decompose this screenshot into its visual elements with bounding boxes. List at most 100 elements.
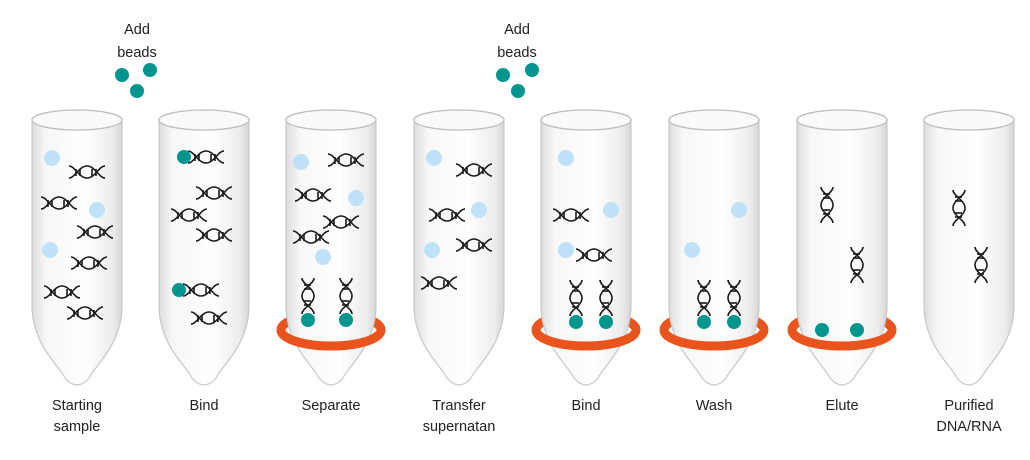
dna-icon [292, 230, 330, 244]
tube-opening [31, 109, 123, 131]
free-bead [44, 150, 60, 166]
free-bead [315, 249, 331, 265]
add-beads-line1: Add [124, 22, 150, 38]
dna-icon [66, 306, 104, 320]
free-bead [424, 242, 440, 258]
tube-body [413, 119, 505, 386]
dna-icon [301, 277, 315, 315]
step-label-line1: Purified [944, 398, 994, 414]
tube-opening [158, 109, 250, 131]
dna-icon [455, 238, 493, 252]
added-bead [130, 84, 144, 98]
dna-icon [182, 283, 220, 297]
step-label: Wash [654, 396, 774, 417]
dna-icon [43, 285, 81, 299]
dna-icon [76, 225, 114, 239]
dna-icon [170, 208, 208, 222]
bound-bead [599, 315, 613, 329]
dna-icon [40, 196, 78, 210]
free-bead [558, 242, 574, 258]
dna-icon [68, 165, 106, 179]
tube-opening [796, 109, 888, 131]
step-label-line2: sample [53, 419, 101, 435]
dna-icon [552, 208, 590, 222]
dna-icon [974, 246, 988, 284]
free-bead [293, 154, 309, 170]
dna-icon [70, 256, 108, 270]
free-bead [558, 150, 574, 166]
step-label-line1: Wash [695, 398, 733, 414]
bead [850, 323, 864, 337]
bound-bead [301, 313, 315, 327]
free-bead [471, 202, 487, 218]
magnet-ring-front [787, 329, 897, 351]
dna-icon [850, 246, 864, 284]
add-beads-line1: Add [504, 22, 530, 38]
bead [815, 323, 829, 337]
dna-icon [820, 186, 834, 224]
bound-bead [569, 315, 583, 329]
dna-icon [599, 279, 613, 317]
tube-7 [787, 109, 897, 386]
step-label-line1: Starting [52, 398, 102, 414]
free-bead [426, 150, 442, 166]
step-label-line2: DNA/RNA [936, 419, 1002, 435]
tube-body [923, 119, 1015, 386]
dna-icon [294, 188, 332, 202]
magnet-ring-front [659, 329, 769, 351]
tube-4 [413, 109, 505, 386]
step-label: Starting sample [17, 396, 137, 438]
tube-opening [285, 109, 377, 131]
step-label: Transfer supernatan [399, 396, 519, 438]
free-bead [731, 202, 747, 218]
step-label-line2: supernatan [422, 419, 496, 435]
step-label-line1: Transfer [432, 398, 486, 414]
tube-opening [540, 109, 632, 131]
free-bead [684, 242, 700, 258]
bound-bead [697, 315, 711, 329]
tube-5 [531, 109, 641, 386]
magnet-ring-front [531, 329, 641, 351]
bound-bead [339, 313, 353, 327]
added-bead [511, 84, 525, 98]
dna-icon [727, 279, 741, 317]
dna-icon [327, 153, 365, 167]
dna-icon [187, 150, 225, 164]
step-label-line1: Bind [189, 398, 219, 414]
dna-icon [195, 186, 233, 200]
tube-3 [276, 109, 386, 386]
step-label-line1: Separate [301, 398, 361, 414]
tube-2 [158, 109, 250, 386]
dna-icon [428, 208, 466, 222]
tube-opening [923, 109, 1015, 131]
dna-icon [420, 276, 458, 290]
tube-opening [413, 109, 505, 131]
free-bead [89, 202, 105, 218]
magnet-ring-front [276, 329, 386, 351]
added-bead [143, 63, 157, 77]
step-label: Separate [271, 396, 391, 417]
tube-6 [659, 109, 769, 386]
tube-body [158, 119, 250, 386]
add-beads-line2: beads [117, 45, 157, 61]
tube-1 [31, 109, 123, 386]
free-bead [42, 242, 58, 258]
step-label: Bind [144, 396, 264, 417]
dna-icon [190, 311, 228, 325]
bound-bead [177, 150, 191, 164]
bound-bead [172, 283, 186, 297]
added-bead [115, 68, 129, 82]
dna-icon [455, 163, 493, 177]
dna-icon [575, 248, 613, 262]
dna-icon [339, 277, 353, 315]
step-label: Elute [782, 396, 902, 417]
tube-8 [923, 109, 1015, 386]
bound-bead [727, 315, 741, 329]
step-label-line1: Bind [571, 398, 601, 414]
dna-icon [195, 228, 233, 242]
dna-icon [697, 279, 711, 317]
added-bead [496, 68, 510, 82]
add-beads-label-2: Add beads [497, 19, 537, 65]
